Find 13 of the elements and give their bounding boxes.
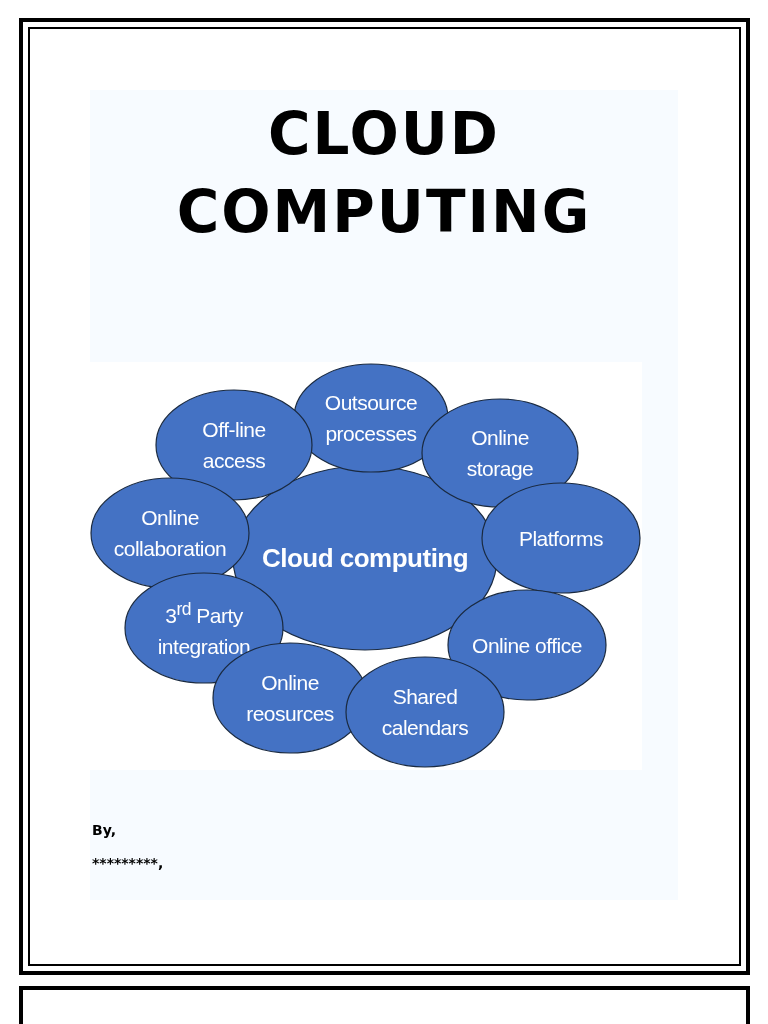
bubble-label: Online reosurces: [245, 670, 335, 727]
bubble-label: Platforms: [517, 525, 605, 552]
bubble-label: Online office: [471, 632, 583, 659]
bubble-label: Online collaboration: [112, 505, 228, 562]
author-name: *********,: [92, 855, 164, 871]
title: CLOUD COMPUTING: [175, 99, 593, 248]
bubble-label: Outsource processes: [323, 390, 419, 447]
bubble-label: Cloud computing: [260, 542, 470, 574]
bubble-label: 3$^{rd}$ Party integration: [156, 598, 252, 660]
byline: By,: [92, 822, 117, 838]
bubble-label: Shared calendars: [380, 684, 470, 741]
bubble-label: Off-line access: [201, 417, 267, 474]
bubble-label: Online storage: [465, 425, 535, 482]
